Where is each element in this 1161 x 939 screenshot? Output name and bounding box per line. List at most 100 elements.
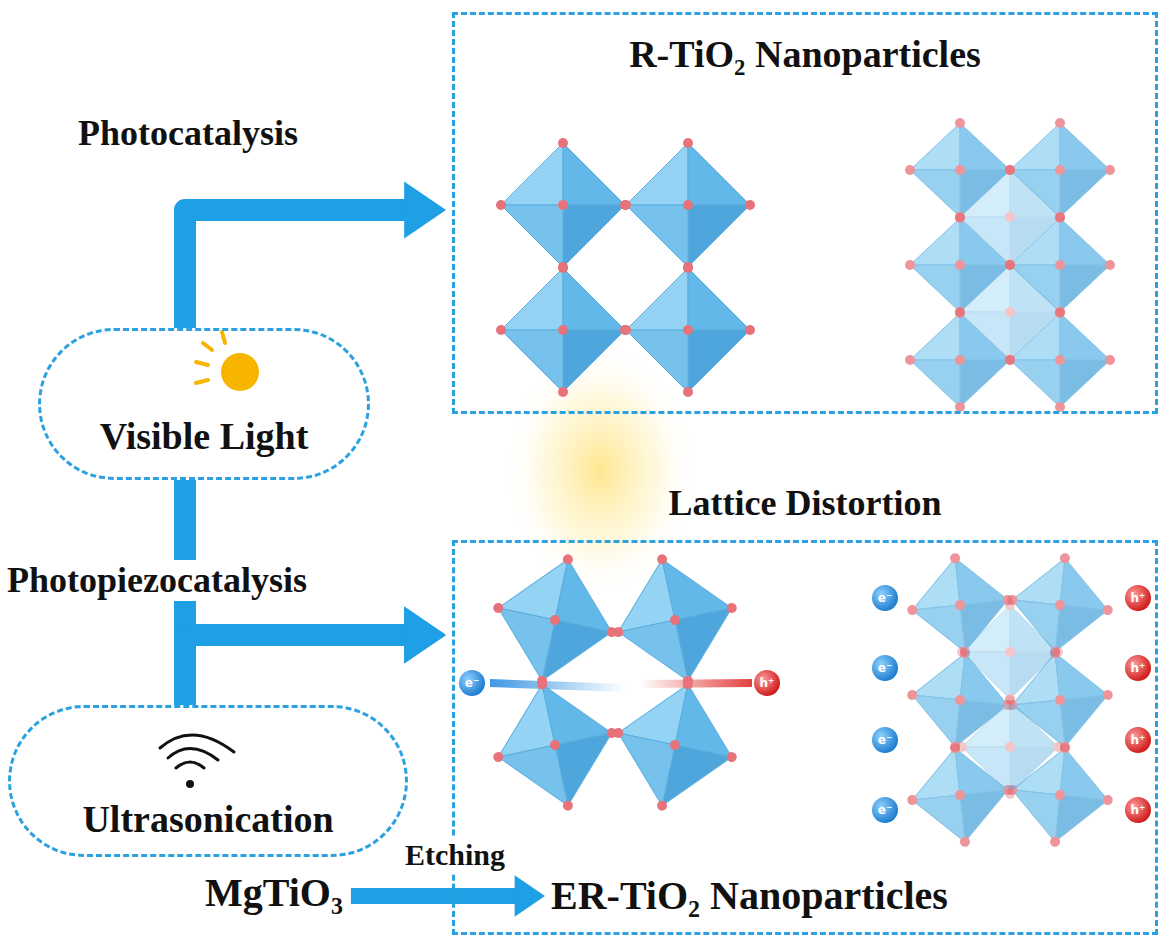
oxygen-atom — [536, 678, 548, 690]
oxygen-atom — [1053, 742, 1063, 752]
arrow-head — [404, 181, 446, 238]
octahedron-face — [688, 143, 750, 205]
oxygen-atom — [1005, 789, 1015, 799]
octahedron-face — [910, 123, 960, 170]
charge-label: h⁺ — [1125, 585, 1151, 611]
charge-ball — [872, 797, 898, 823]
oxygen-atom — [1102, 795, 1113, 806]
octahedron-face — [910, 218, 960, 265]
oxygen-atom — [905, 165, 915, 175]
edge-label-holder: Photopiezocatalysis — [4, 560, 310, 601]
octahedron-face — [563, 268, 625, 330]
oxygen-atom — [1055, 213, 1065, 223]
product-label: ER-TiO₂ Nanoparticles — [551, 873, 948, 919]
oxygen-atom — [683, 138, 693, 148]
node-text: ER-TiO₂ Nanoparticles — [551, 873, 948, 919]
source-pill: Visible Light — [38, 328, 370, 480]
octahedron-face — [563, 330, 625, 392]
charge-label: e⁻ — [872, 727, 898, 753]
charge-ball — [1125, 797, 1151, 823]
octahedron-face — [1010, 217, 1060, 264]
node-text: MgTiO₃ — [205, 870, 343, 916]
octahedron — [955, 260, 1065, 364]
oxygen-atom — [1055, 600, 1066, 611]
oxygen-atom — [959, 836, 970, 847]
charge-ball — [459, 670, 485, 696]
oxygen-atom — [621, 200, 631, 210]
charge-label: h⁺ — [1125, 727, 1151, 753]
octahedron — [1002, 738, 1118, 853]
oxygen-atom — [905, 260, 915, 270]
charge-holder: e⁻ — [872, 655, 898, 681]
octahedron-face — [688, 330, 750, 392]
oxygen-atom — [1055, 212, 1065, 222]
oxygen-atom — [726, 602, 738, 614]
oxygen-atom — [955, 212, 965, 222]
octahedron-face — [501, 330, 563, 392]
charge-holder: e⁻ — [872, 585, 898, 611]
octahedron-face — [1055, 648, 1108, 700]
charge-label: e⁻ — [459, 670, 485, 696]
arrow-shaft — [185, 210, 406, 328]
oxygen-atom — [683, 263, 693, 273]
arrow-head — [515, 875, 545, 917]
oxygen-atom — [669, 739, 681, 751]
octahedron-face — [1060, 695, 1113, 747]
oxygen-atom — [1055, 212, 1065, 222]
oxygen-atom — [955, 260, 965, 270]
octahedron-face — [555, 559, 625, 632]
oxygen-atom — [496, 200, 506, 210]
arrow-shaft — [185, 480, 406, 635]
oxygen-atom — [950, 553, 961, 564]
octahedron-face — [960, 360, 1010, 407]
charge-ball — [872, 655, 898, 681]
octahedron — [905, 118, 1015, 222]
oxygen-atom — [492, 602, 504, 614]
hole-trail — [640, 679, 752, 688]
node-text: R-TiO₂ Nanoparticles — [629, 33, 981, 77]
oxygen-atom — [669, 614, 681, 626]
oxygen-atom — [1050, 836, 1061, 847]
oxygen-atom — [1055, 308, 1065, 318]
etr-trail — [490, 679, 625, 692]
octahedron-face — [910, 265, 960, 312]
charge-ball — [1125, 585, 1151, 611]
octahedron-face — [1060, 313, 1110, 360]
oxygen-atom — [496, 325, 506, 335]
octahedron-face — [960, 600, 1013, 652]
oxygen-atom — [1102, 689, 1113, 700]
octahedron-face — [960, 170, 1010, 217]
charge-label: h⁺ — [1125, 797, 1151, 823]
octahedron-face — [955, 553, 1008, 605]
octahedron — [621, 138, 755, 272]
octahedron-face — [1060, 123, 1110, 170]
octahedron-face — [542, 672, 612, 745]
oxygen-atom — [1055, 307, 1065, 317]
octahedron-face — [605, 733, 675, 806]
oxygen-atom — [620, 200, 630, 210]
octahedron-face — [563, 143, 625, 205]
octahedron-face — [688, 268, 750, 330]
charge-holder: h⁺ — [1125, 585, 1151, 611]
octahedron — [1005, 308, 1115, 412]
octahedron-face — [960, 218, 1010, 265]
octahedron-face — [1010, 700, 1058, 747]
octahedron — [1002, 643, 1118, 758]
charge-holder: e⁻ — [459, 670, 485, 696]
octahedron-face — [1055, 795, 1108, 847]
octahedron-face — [498, 745, 568, 818]
sun-icon — [196, 332, 259, 391]
edge-label: Photopiezocatalysis — [4, 560, 310, 601]
oxygen-atom — [549, 739, 561, 751]
octahedron — [496, 263, 630, 397]
oxygen-atom — [620, 325, 630, 335]
octahedron-face — [1007, 790, 1060, 842]
octahedron-face — [960, 265, 1010, 312]
octahedron-face — [563, 205, 625, 267]
oxygen-atom — [905, 355, 915, 365]
octahedron-face — [912, 795, 965, 847]
panel-heading: Lattice Distortion — [455, 483, 1155, 524]
octahedron-face — [1010, 218, 1060, 265]
sound-wave-icon — [160, 735, 234, 788]
oxygen-atom — [955, 213, 965, 223]
